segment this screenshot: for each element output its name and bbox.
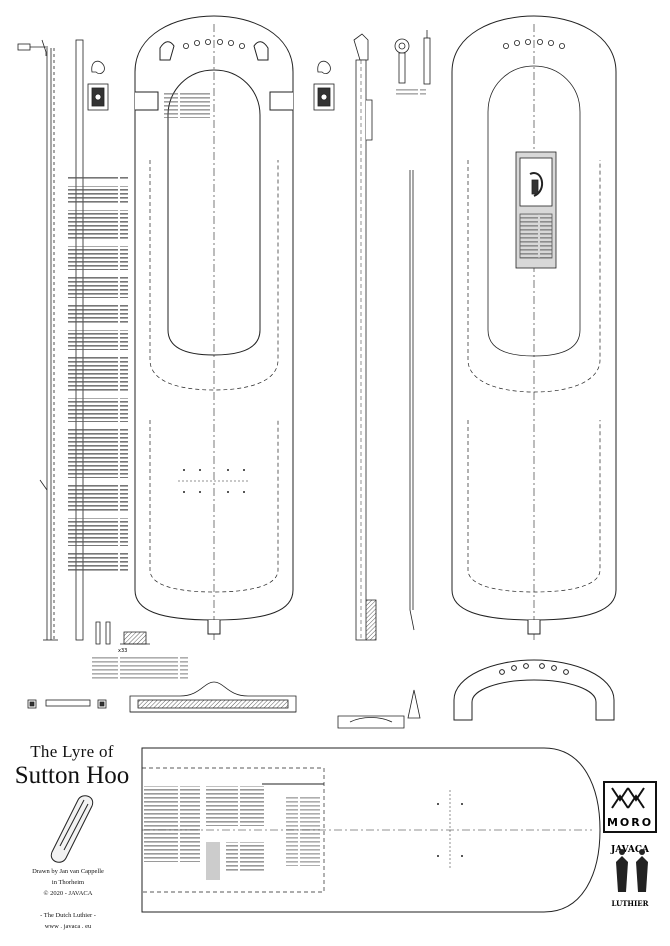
bridge-pin-marks [178,469,250,493]
side-profile-left [17,39,58,641]
credits: Drawn by Jan van Cappelle in Thorheim © … [12,866,124,899]
figure-logo-icon [616,849,648,892]
pin-detail-notes [92,656,188,680]
soundboard-text-columns [144,786,320,880]
credit-line: Drawn by Jan van Cappelle [32,868,104,875]
small-parts [27,699,107,709]
electronics-cavity [515,151,557,269]
lyre-thumbnail-icon [50,795,94,863]
annotation-callout [164,92,210,118]
title-block: The Lyre of Sutton Hoo [12,742,132,790]
string-strip [409,170,415,631]
tuning-key-icon [394,30,431,85]
tuning-holes [182,39,245,50]
footer-credits: - The Dutch Luthier - www . javaca . eu [12,910,124,932]
pin-detail [95,621,150,645]
tuning-holes-back [502,39,566,50]
rune-logo-icon [603,781,657,833]
scale-label: x33 [118,648,127,654]
yoke-arch [453,659,615,721]
back-view [451,15,617,640]
bridge-bottom-view [337,689,421,729]
credit-line: © 2020 - JAVACA [43,890,93,897]
credit-line: - The Dutch Luthier - [40,912,96,919]
soundboard-pin-marks [437,790,463,870]
key-caption [396,88,426,96]
credit-line: www . javaca . eu [44,923,92,930]
bridge-icon [129,681,297,713]
title-line1: The Lyre of [30,742,114,761]
instruction-text-block [68,175,128,572]
soundboard-panel [141,747,601,913]
tuning-peg-icon [87,60,109,111]
side-profile-middle [353,33,377,641]
javaca-logo-text: JAVACA [610,845,650,855]
credit-line: in Thorheim [51,879,85,886]
tuning-peg-icon [313,60,335,111]
front-view-main [134,15,294,640]
title-line2: Sutton Hoo [14,762,130,789]
moro-logo-text: MORO [607,816,653,829]
luthier-logo-text: LUTHIER [612,899,649,908]
